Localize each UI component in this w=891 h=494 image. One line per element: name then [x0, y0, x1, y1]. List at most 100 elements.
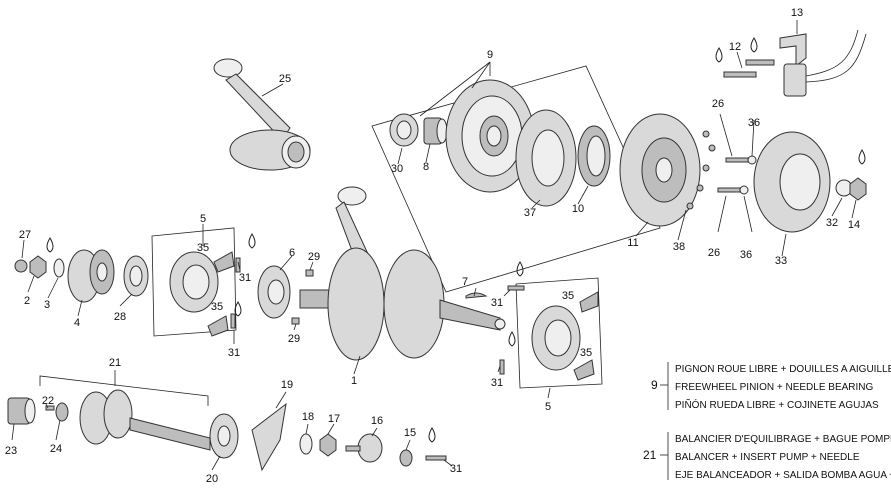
callout-31-d: 31 [491, 377, 503, 389]
callout-28: 28 [114, 311, 126, 323]
balancer-bracket [39, 375, 209, 406]
callout-31-b: 31 [228, 347, 240, 359]
callout-35-right-bottom: 35 [580, 347, 592, 359]
part-31-screw-b [230, 313, 236, 329]
callout-17: 17 [328, 413, 340, 425]
part-31-screw-d [499, 359, 505, 375]
part-5-main-bearing-left [169, 251, 219, 313]
part-26-36-screws [717, 155, 757, 195]
callout-19: 19 [281, 379, 293, 391]
part-8-needle-bearing [423, 117, 448, 145]
part-31-screw-e [425, 455, 447, 461]
callout-31-c: 31 [491, 297, 503, 309]
callout-35-right-top: 35 [562, 290, 574, 302]
part-14-nut [849, 177, 867, 201]
callout-36-bottom: 36 [740, 249, 752, 261]
part-4-gear [67, 249, 115, 303]
legend-21-line-es: EJE BALANCEADOR + SALIDA BOMBA AGUA + AG… [675, 470, 891, 481]
bearing-kit-box-right [515, 277, 603, 389]
callout-20: 20 [206, 473, 218, 485]
callout-36-top: 36 [748, 117, 760, 129]
callout-12: 12 [729, 41, 741, 53]
legend-9-line-es: PIÑÓN RUEDA LIBRE + COJINETE AGUJAS [675, 398, 879, 411]
callout-22: 22 [42, 395, 54, 407]
part-20-bearing [209, 413, 239, 459]
callout-18: 18 [302, 411, 314, 423]
callout-27: 27 [19, 229, 31, 241]
part-30-bearing [389, 113, 419, 147]
callout-11: 11 [627, 237, 638, 249]
part-1-crankshaft [299, 186, 506, 361]
part-5-main-bearing-right [531, 305, 581, 371]
part-38-screws [686, 130, 716, 210]
legend-item-9: 9 PIGNON ROUE LIBRE + DOUILLES A AIGUILL… [651, 362, 891, 411]
callout-33: 33 [775, 255, 787, 267]
callout-1: 1 [351, 375, 357, 387]
part-3-washer [53, 258, 65, 278]
part-21-balancer-shaft [79, 389, 211, 451]
callout-32: 32 [826, 217, 838, 229]
part-37-freewheel [515, 109, 577, 207]
callout-35-left-top: 35 [197, 242, 209, 254]
callout-31-a: 31 [239, 272, 251, 284]
part-35-plate-left-top [213, 251, 235, 273]
part-2-nut [29, 255, 47, 279]
callout-13: 13 [791, 7, 803, 19]
callout-26-top: 26 [712, 98, 724, 110]
callout-26-bottom: 26 [708, 247, 720, 259]
part-24-ring [55, 402, 69, 422]
callout-35-left-bottom: 35 [211, 301, 223, 313]
part-25-connecting-rod [213, 58, 311, 171]
callout-16: 16 [371, 415, 383, 427]
callout-23: 23 [5, 445, 17, 457]
legend-21-line-en: BALANCER + INSERT PUMP + NEEDLE [675, 452, 860, 463]
part-7-key [465, 292, 488, 299]
legend-21-line-fr: BALANCIER D'EQUILIBRAGE + BAGUE POMPE + … [675, 434, 891, 445]
callout-38: 38 [673, 241, 685, 253]
part-19-impeller [251, 402, 287, 472]
part-12-screws [723, 59, 775, 78]
callout-5-left: 5 [200, 213, 206, 225]
part-9-freewheel-gear [445, 79, 535, 193]
clutch-cover-outline [371, 65, 661, 293]
callout-29-bottom: 29 [288, 333, 300, 345]
part-6-gear [257, 265, 291, 319]
part-27-washer [14, 259, 28, 273]
part-29-key-a [305, 269, 314, 277]
part-35-plate-right-bottom [573, 359, 595, 381]
part-16-insert [345, 433, 383, 463]
legend-9-number: 9 [651, 378, 658, 392]
callout-10: 10 [572, 203, 584, 215]
part-22-pin [45, 405, 55, 411]
part-31-screw-a [235, 257, 241, 273]
oil-drop-icons [46, 37, 866, 443]
callout-29-top: 29 [308, 251, 320, 263]
part-17-nut [319, 433, 337, 457]
leader-lines [11, 20, 857, 471]
legend-item-21: 21 BALANCIER D'EQUILIBRAGE + BAGUE POMPE… [643, 432, 891, 481]
callout-7: 7 [462, 276, 468, 288]
callout-2: 2 [24, 295, 30, 307]
callout-30: 30 [391, 163, 403, 175]
callout-3: 3 [44, 299, 50, 311]
callout-21: 21 [109, 357, 121, 369]
callout-5-right: 5 [545, 401, 551, 413]
legend-9-line-fr: PIGNON ROUE LIBRE + DOUILLES A AIGUILLES… [675, 364, 891, 375]
callout-6: 6 [289, 247, 295, 259]
part-35-plate-right-top [579, 291, 599, 313]
callout-37: 37 [524, 207, 536, 219]
part-33-stator [753, 131, 831, 233]
part-29-key-b [291, 317, 300, 325]
callout-4: 4 [74, 317, 80, 329]
part-31-screw-c [507, 285, 525, 291]
callout-24: 24 [50, 443, 62, 455]
callout-31-e: 31 [450, 463, 462, 475]
callout-14: 14 [848, 219, 860, 231]
legend-9-line-en: FREEWHEEL PINION + NEEDLE BEARING [675, 382, 874, 393]
part-10-ring [577, 125, 611, 187]
callout-8: 8 [423, 161, 429, 173]
legend-21-number: 21 [643, 448, 657, 462]
bearing-kit-box-left [151, 227, 237, 337]
part-13-bracket [779, 29, 867, 97]
